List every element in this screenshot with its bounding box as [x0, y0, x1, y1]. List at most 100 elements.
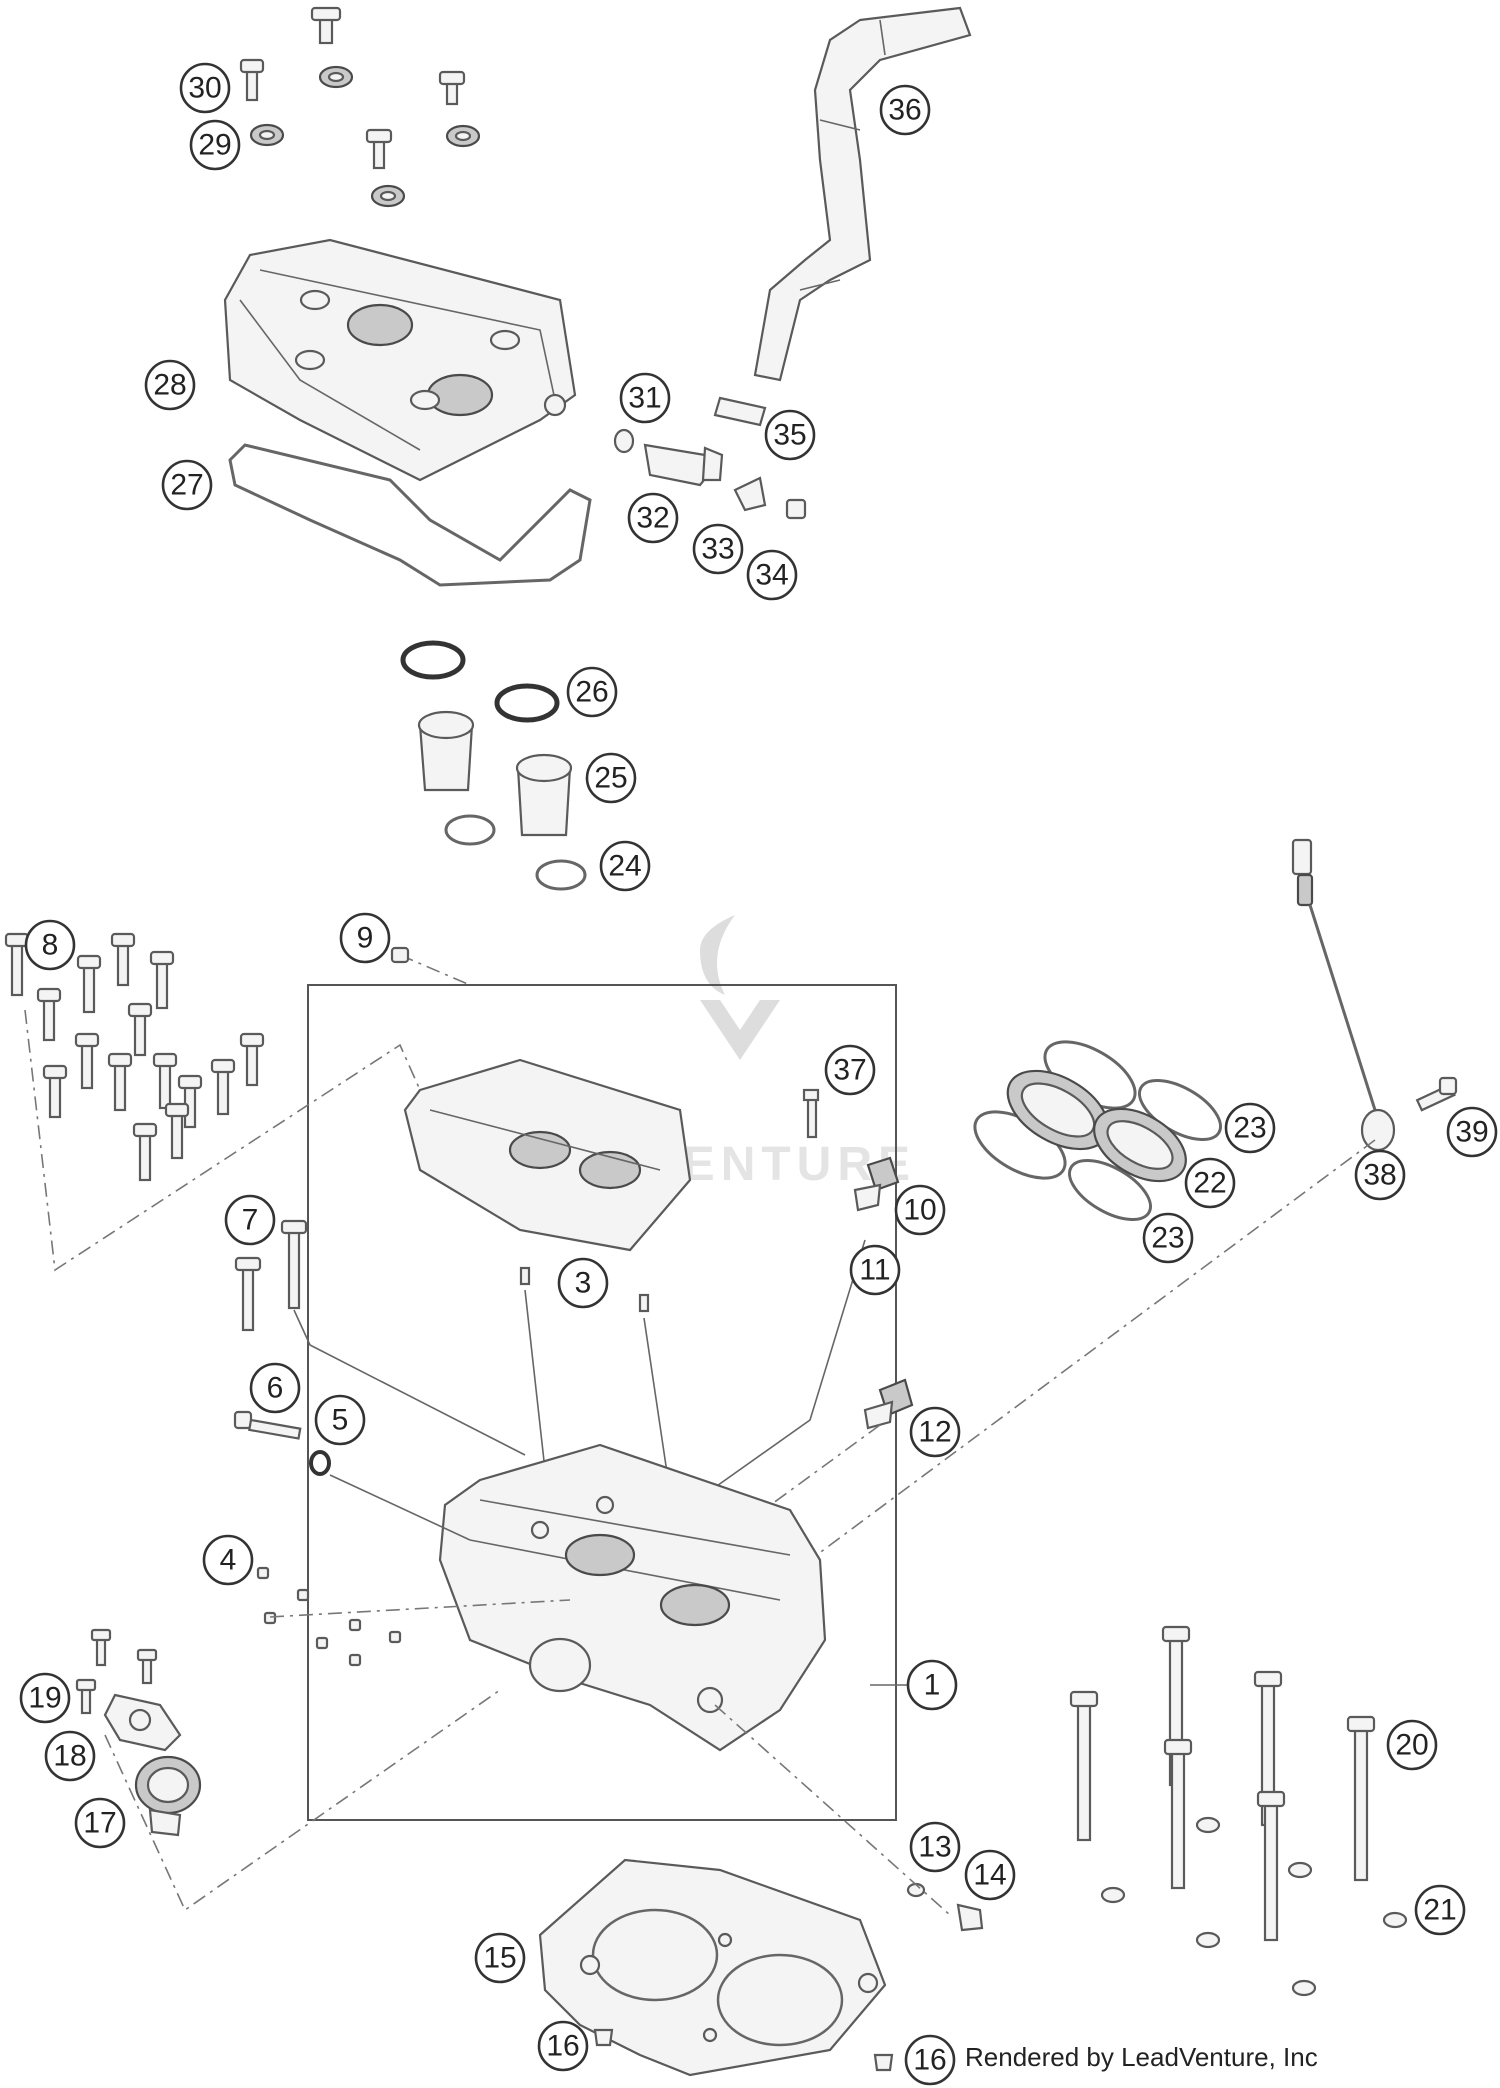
callout-13: 13: [909, 1821, 961, 1873]
svg-text:15: 15: [483, 1942, 516, 1975]
svg-text:12: 12: [918, 1416, 951, 1449]
cylinder-head-gasket: [538, 1858, 887, 2077]
callout-23-top: 23: [1224, 1102, 1276, 1154]
svg-text:22: 22: [1193, 1167, 1226, 1200]
svg-text:11: 11: [859, 1254, 890, 1287]
callout-22: 22: [1184, 1157, 1236, 1209]
svg-text:5: 5: [332, 1404, 349, 1437]
washers-21: [1100, 1816, 1408, 1997]
callout-35: 35: [764, 409, 816, 461]
svg-text:23: 23: [1233, 1112, 1266, 1145]
sensor-leader-10: [689, 1239, 866, 1506]
callout-18: 18: [44, 1730, 96, 1782]
knock-sensor: [1291, 838, 1396, 1152]
valve-cover-bolts: [239, 6, 466, 170]
callout-6: 6: [249, 1362, 301, 1414]
temperature-sensor: [802, 1088, 900, 1212]
svg-text:6: 6: [267, 1372, 284, 1405]
svg-text:14: 14: [973, 1859, 1006, 1892]
plug-leader-4: [269, 1599, 571, 1618]
svg-text:9: 9: [357, 922, 374, 955]
svg-text:32: 32: [636, 502, 669, 535]
callout-25: 25: [585, 752, 637, 804]
svg-text:21: 21: [1423, 1894, 1456, 1927]
callout-15: 15: [474, 1932, 526, 1984]
svg-text:3: 3: [575, 1267, 592, 1300]
head-bolts-7: [234, 1219, 308, 1332]
callout-10: 10: [894, 1184, 946, 1236]
camshaft-carrier-bolts: [4, 932, 265, 1182]
callout-37: 37: [824, 1044, 876, 1096]
svg-text:8: 8: [42, 929, 59, 962]
svg-text:23: 23: [1151, 1222, 1184, 1255]
callout-7: 7: [224, 1194, 276, 1246]
callout-9: 9: [339, 912, 391, 964]
svg-text:13: 13: [918, 1831, 951, 1864]
breather-fitting: [613, 428, 724, 487]
o-rings: [444, 814, 587, 891]
callout-31: 31: [619, 372, 671, 424]
callout-3: 3: [557, 1257, 609, 1309]
svg-text:19: 19: [28, 1682, 61, 1715]
svg-text:7: 7: [242, 1204, 259, 1237]
svg-text:27: 27: [170, 469, 203, 502]
svg-text:30: 30: [188, 72, 221, 105]
sensor-leader-12: [749, 1424, 881, 1521]
callout-34: 34: [746, 549, 798, 601]
svg-text:17: 17: [83, 1807, 116, 1840]
svg-text:25: 25: [594, 762, 627, 795]
callout-21: 21: [1414, 1884, 1466, 1936]
svg-text:18: 18: [53, 1740, 86, 1773]
callout-4: 4: [202, 1534, 254, 1586]
svg-text:10: 10: [903, 1194, 936, 1227]
svg-text:26: 26: [575, 676, 608, 709]
svg-text:28: 28: [153, 369, 186, 402]
valve-cover-gasket: [228, 443, 592, 587]
hose-clamp-sleeve: [713, 396, 767, 427]
hose-bracket: [733, 476, 807, 520]
washer-5: [309, 1450, 331, 1476]
svg-text:36: 36: [888, 94, 921, 127]
svg-text:20: 20: [1395, 1729, 1428, 1762]
callout-30: 30: [179, 62, 231, 114]
callout-11: 11: [849, 1244, 901, 1296]
intake-manifolds: [1006, 1069, 1187, 1183]
svg-text:4: 4: [220, 1544, 237, 1577]
callout-38: 38: [1354, 1149, 1406, 1201]
callout-12: 12: [909, 1406, 961, 1458]
callout-19: 19: [19, 1672, 71, 1724]
callout-14: 14: [964, 1849, 1016, 1901]
callout-20: 20: [1386, 1719, 1438, 1771]
callout-24: 24: [599, 840, 651, 892]
svg-text:24: 24: [608, 850, 641, 883]
drain-plug: [906, 1882, 984, 1932]
dowels-16: [593, 2028, 894, 2072]
callout-1: 1: [906, 1659, 958, 1711]
svg-text:33: 33: [701, 533, 734, 566]
sensor-leader-38: [809, 1139, 1376, 1561]
svg-text:16: 16: [913, 2044, 946, 2077]
callout-16-right: 16: [904, 2034, 956, 2086]
callout-5: 5: [314, 1394, 366, 1446]
spark-plug-seals: [400, 640, 560, 723]
thermostat-leader: [104, 1689, 501, 1912]
callout-16-left: 16: [537, 2020, 589, 2072]
cylinder-head: [438, 1443, 827, 1752]
callout-39: 39: [1446, 1106, 1498, 1158]
plug-9: [390, 946, 410, 964]
bolt-leader-6: [329, 1474, 471, 1541]
svg-text:38: 38: [1363, 1159, 1396, 1192]
valve-cover-washers: [249, 65, 481, 208]
bolt-leader-7: [293, 1309, 526, 1456]
callout-36: 36: [879, 84, 931, 136]
plug-leader-13: [714, 1704, 951, 1916]
render-credit: Rendered by LeadVenture, Inc: [965, 2042, 1318, 2072]
svg-text:1: 1: [924, 1669, 941, 1702]
spark-plug-shafts: [417, 710, 573, 837]
svg-text:35: 35: [773, 419, 806, 452]
svg-text:16: 16: [546, 2030, 579, 2063]
thermostat-cover-bolts: [75, 1628, 158, 1715]
svg-text:29: 29: [198, 129, 231, 162]
callout-33: 33: [692, 523, 744, 575]
